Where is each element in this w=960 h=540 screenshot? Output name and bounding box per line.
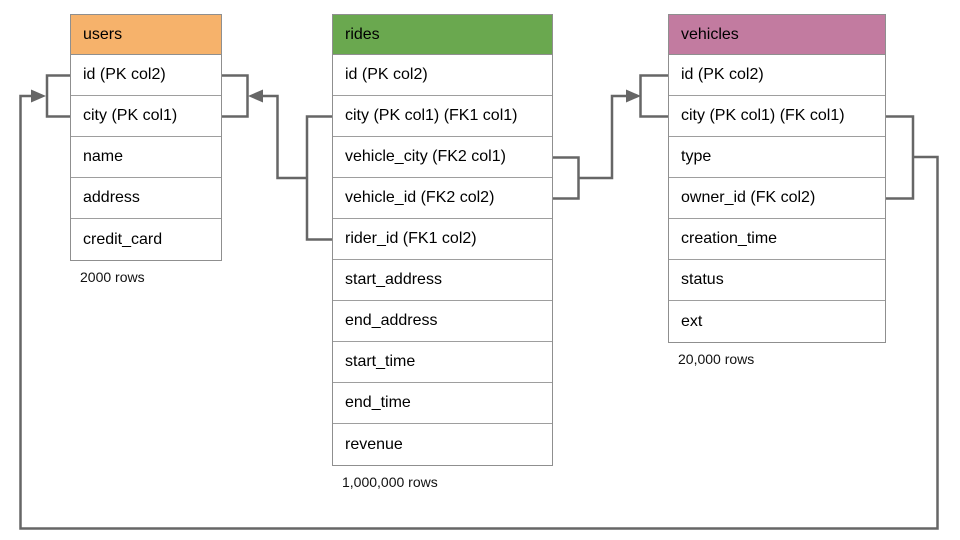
users-pk-bracket-left <box>45 74 70 118</box>
table-vehicles-rowcount: 20,000 rows <box>678 351 755 367</box>
table-row: name <box>71 137 221 178</box>
table-row: city (PK col1) <box>71 96 221 137</box>
table-row: credit_card <box>71 219 221 260</box>
rides-fk2-bracket-right <box>553 156 580 200</box>
table-row: start_time <box>333 342 552 383</box>
table-row: end_address <box>333 301 552 342</box>
table-row: type <box>669 137 885 178</box>
table-vehicles-box: vehicles id (PK col2) city (PK col1) (FK… <box>668 14 886 343</box>
table-users: users id (PK col2) city (PK col1) name a… <box>70 14 222 285</box>
table-rides-header: rides <box>333 15 552 55</box>
table-row: id (PK col2) <box>669 55 885 96</box>
table-row: start_address <box>333 260 552 301</box>
rides-to-users-arrowhead <box>248 89 263 103</box>
table-row: end_time <box>333 383 552 424</box>
table-row: vehicle_id (FK2 col2) <box>333 178 552 219</box>
table-row: status <box>669 260 885 301</box>
vehicles-pk-bracket-left <box>639 74 668 118</box>
vehicles-to-users-connector <box>19 94 939 530</box>
table-users-title: users <box>83 25 123 43</box>
table-row: owner_id (FK col2) <box>669 178 885 219</box>
table-row: id (PK col2) <box>333 55 552 96</box>
rides-fk1-bracket-left <box>305 115 332 241</box>
rides-to-vehicles-connector <box>578 94 626 180</box>
table-row: id (PK col2) <box>71 55 221 96</box>
rides-to-users-connector <box>262 94 307 180</box>
table-row: creation_time <box>669 219 885 260</box>
table-vehicles: vehicles id (PK col2) city (PK col1) (FK… <box>668 14 886 367</box>
table-row: city (PK col1) (FK1 col1) <box>333 96 552 137</box>
table-rides-rowcount: 1,000,000 rows <box>342 474 438 490</box>
vehicles-fk-bracket-right <box>886 115 915 200</box>
table-rides-title: rides <box>345 25 380 43</box>
vehicles-to-users-arrowhead <box>31 89 46 103</box>
table-row: rider_id (FK1 col2) <box>333 219 552 260</box>
table-row: city (PK col1) (FK col1) <box>669 96 885 137</box>
table-row: ext <box>669 301 885 342</box>
users-pk-bracket-right <box>222 74 249 118</box>
table-users-header: users <box>71 15 221 55</box>
table-rides-box: rides id (PK col2) city (PK col1) (FK1 c… <box>332 14 553 466</box>
rides-to-vehicles-arrowhead <box>626 89 641 103</box>
table-users-rowcount: 2000 rows <box>80 269 145 285</box>
table-rides: rides id (PK col2) city (PK col1) (FK1 c… <box>332 14 553 490</box>
table-vehicles-title: vehicles <box>681 25 739 43</box>
table-users-box: users id (PK col2) city (PK col1) name a… <box>70 14 222 261</box>
table-row: revenue <box>333 424 552 465</box>
table-vehicles-header: vehicles <box>669 15 885 55</box>
table-row: address <box>71 178 221 219</box>
table-row: vehicle_city (FK2 col1) <box>333 137 552 178</box>
